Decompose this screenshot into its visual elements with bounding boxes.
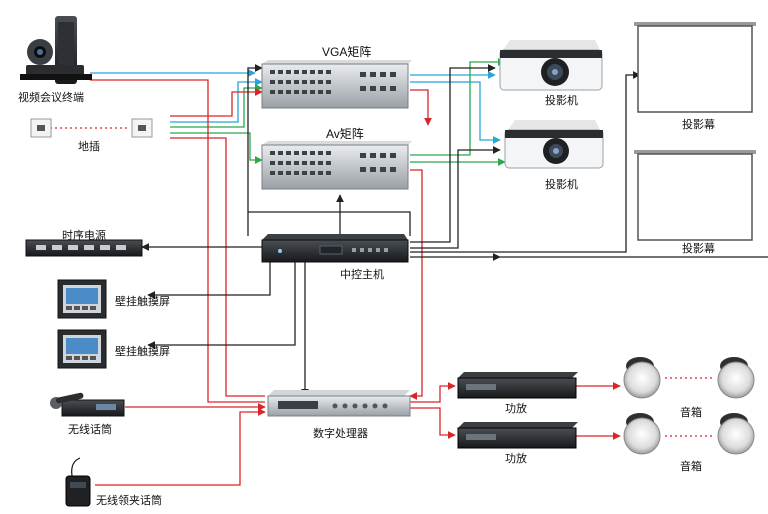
central-controller-device (261, 234, 409, 263)
cable-ctrl-screen1 (410, 71, 641, 253)
wireless-mic-device (50, 392, 125, 417)
cable-socket-red-2 (170, 137, 265, 397)
cable-vga-proj2-blue (410, 81, 501, 144)
amplifier-1 (457, 372, 578, 399)
cable-ctrl-touch1 (147, 262, 271, 299)
cables (50, 58, 768, 486)
floor-socket-right (131, 118, 153, 138)
amplifier-1-label: 功放 (505, 402, 527, 415)
cable-vga-red (410, 89, 432, 126)
sequencer-label: 时序电源 (62, 229, 106, 242)
cable-dsp-amp1-red (410, 382, 456, 403)
speaker-1a (623, 357, 661, 399)
speaker-2b (717, 413, 755, 455)
speakers-2-label: 音箱 (680, 460, 702, 473)
speakers-1-label: 音箱 (680, 406, 702, 419)
touch-panel-2 (57, 329, 107, 369)
projection-screen-1 (634, 22, 756, 113)
floor-socket-left (30, 118, 52, 138)
video-conference-label: 视频会议终端 (18, 91, 84, 104)
dsp-label: 数字处理器 (313, 427, 368, 440)
cable-av-proj1-green (410, 58, 506, 156)
projector-1 (499, 40, 603, 91)
floor-socket-label: 地插 (78, 140, 100, 153)
vga-matrix-label: VGA矩阵 (322, 45, 372, 59)
cable-dsp-amp2-red (410, 407, 456, 439)
lapel-mic-device (65, 457, 91, 507)
touch-panel-2-label: 壁挂触摸屏 (115, 345, 170, 358)
video-conference-terminal (20, 16, 92, 84)
speaker-1b (717, 357, 755, 399)
cable-socket-av-green (170, 132, 263, 164)
projector-2 (504, 120, 604, 169)
wireless-mic-label: 无线话筒 (68, 423, 112, 436)
projector-2-label: 投影机 (545, 178, 578, 191)
av-matrix-label: Av矩阵 (326, 127, 364, 141)
amplifier-2 (457, 422, 578, 449)
amplifier-2-label: 功放 (505, 452, 527, 465)
screen-1-label: 投影幕 (682, 118, 715, 131)
cable-socket-vga-blue (170, 78, 263, 123)
screen-2-label: 投影幕 (682, 242, 715, 255)
cable-av-red (409, 169, 423, 400)
vga-matrix-device (261, 60, 412, 109)
lapel-mic-label: 无线领夹话筒 (96, 494, 162, 507)
touch-panel-1-label: 壁挂触摸屏 (115, 295, 170, 308)
cable-vc-audio-red (90, 79, 265, 403)
cable-ctrl-proj2 (410, 146, 501, 249)
cable-lapel-dsp-red (95, 408, 266, 486)
projection-screen-2 (634, 150, 756, 241)
cable-ctrl-touch2 (147, 262, 296, 349)
cable-socket-red-1 (170, 88, 263, 117)
speaker-2a (623, 413, 661, 455)
cable-socket-vga-green (170, 84, 263, 128)
touch-panel-1 (57, 279, 107, 319)
cable-ctrl-proj1 (410, 64, 496, 243)
av-matrix-device (261, 141, 412, 190)
cable-ctrl-av2 (248, 211, 411, 236)
projector-1-label: 投影机 (545, 94, 578, 107)
controller-label: 中控主机 (340, 268, 384, 281)
dsp-device (267, 390, 411, 417)
sequencer-power-device (25, 239, 143, 257)
cable-ctrl-vga (247, 64, 263, 236)
